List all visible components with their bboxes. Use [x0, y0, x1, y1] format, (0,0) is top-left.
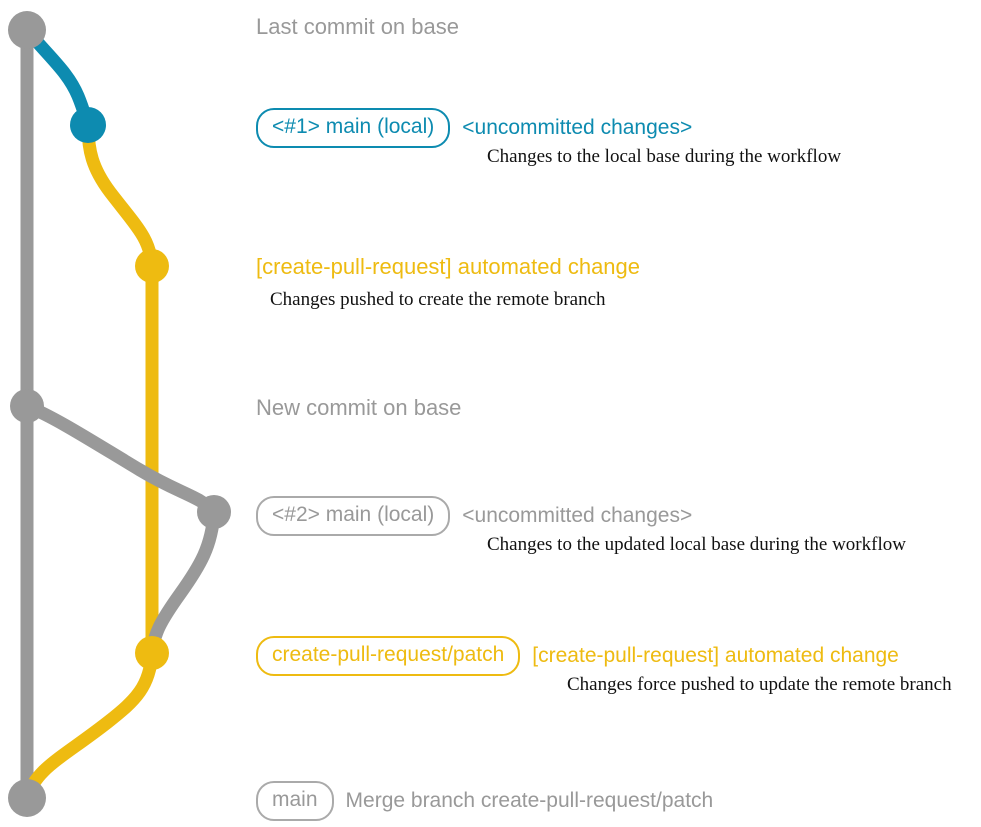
message-local-2: <uncommitted changes> [462, 504, 693, 527]
message-merge: Merge branch create-pull-request/patch [345, 789, 714, 812]
row-merge: main Merge branch create-pull-request/pa… [256, 781, 713, 821]
edge-local-2-to-remote-force [145, 505, 221, 660]
node-local-uncommitted-1[interactable] [70, 107, 106, 143]
node-remote-force-push[interactable] [135, 636, 169, 670]
edge-base-to-local-2 [20, 399, 221, 519]
node-base-merge[interactable] [8, 779, 46, 817]
message-local-1: <uncommitted changes> [462, 116, 693, 139]
description-local-2: Changes to the updated local base during… [487, 534, 906, 555]
description-remote-create: Changes pushed to create the remote bran… [270, 289, 606, 310]
edge-local-1-to-remote-create [81, 118, 159, 273]
badge-local-1[interactable]: <#1> main (local) [256, 108, 451, 148]
description-remote-force-push: Changes force pushed to update the remot… [567, 674, 952, 695]
badge-remote-force-push[interactable]: create-pull-request/patch [256, 636, 521, 676]
node-remote-create[interactable] [135, 249, 169, 283]
node-local-uncommitted-2[interactable] [197, 495, 231, 529]
headline-remote-create: [create-pull-request] automated change [256, 254, 641, 279]
badge-merge-main[interactable]: main [256, 781, 334, 821]
description-local-1: Changes to the local base during the wor… [487, 146, 842, 167]
edge-remote-force-to-merge [20, 646, 159, 805]
headline-new-commit-on-base: New commit on base [256, 395, 462, 420]
node-base-new-commit[interactable] [10, 389, 44, 423]
node-base-last-commit[interactable] [8, 11, 46, 49]
message-remote-force-push: [create-pull-request] automated change [532, 644, 899, 667]
row-local-1: <#1> main (local) <uncommitted changes> [256, 108, 692, 148]
row-local-2: <#2> main (local) <uncommitted changes> [256, 496, 692, 536]
headline-last-commit-on-base: Last commit on base [256, 14, 459, 39]
badge-local-2[interactable]: <#2> main (local) [256, 496, 451, 536]
row-remote-force: create-pull-request/patch [create-pull-r… [256, 636, 899, 676]
